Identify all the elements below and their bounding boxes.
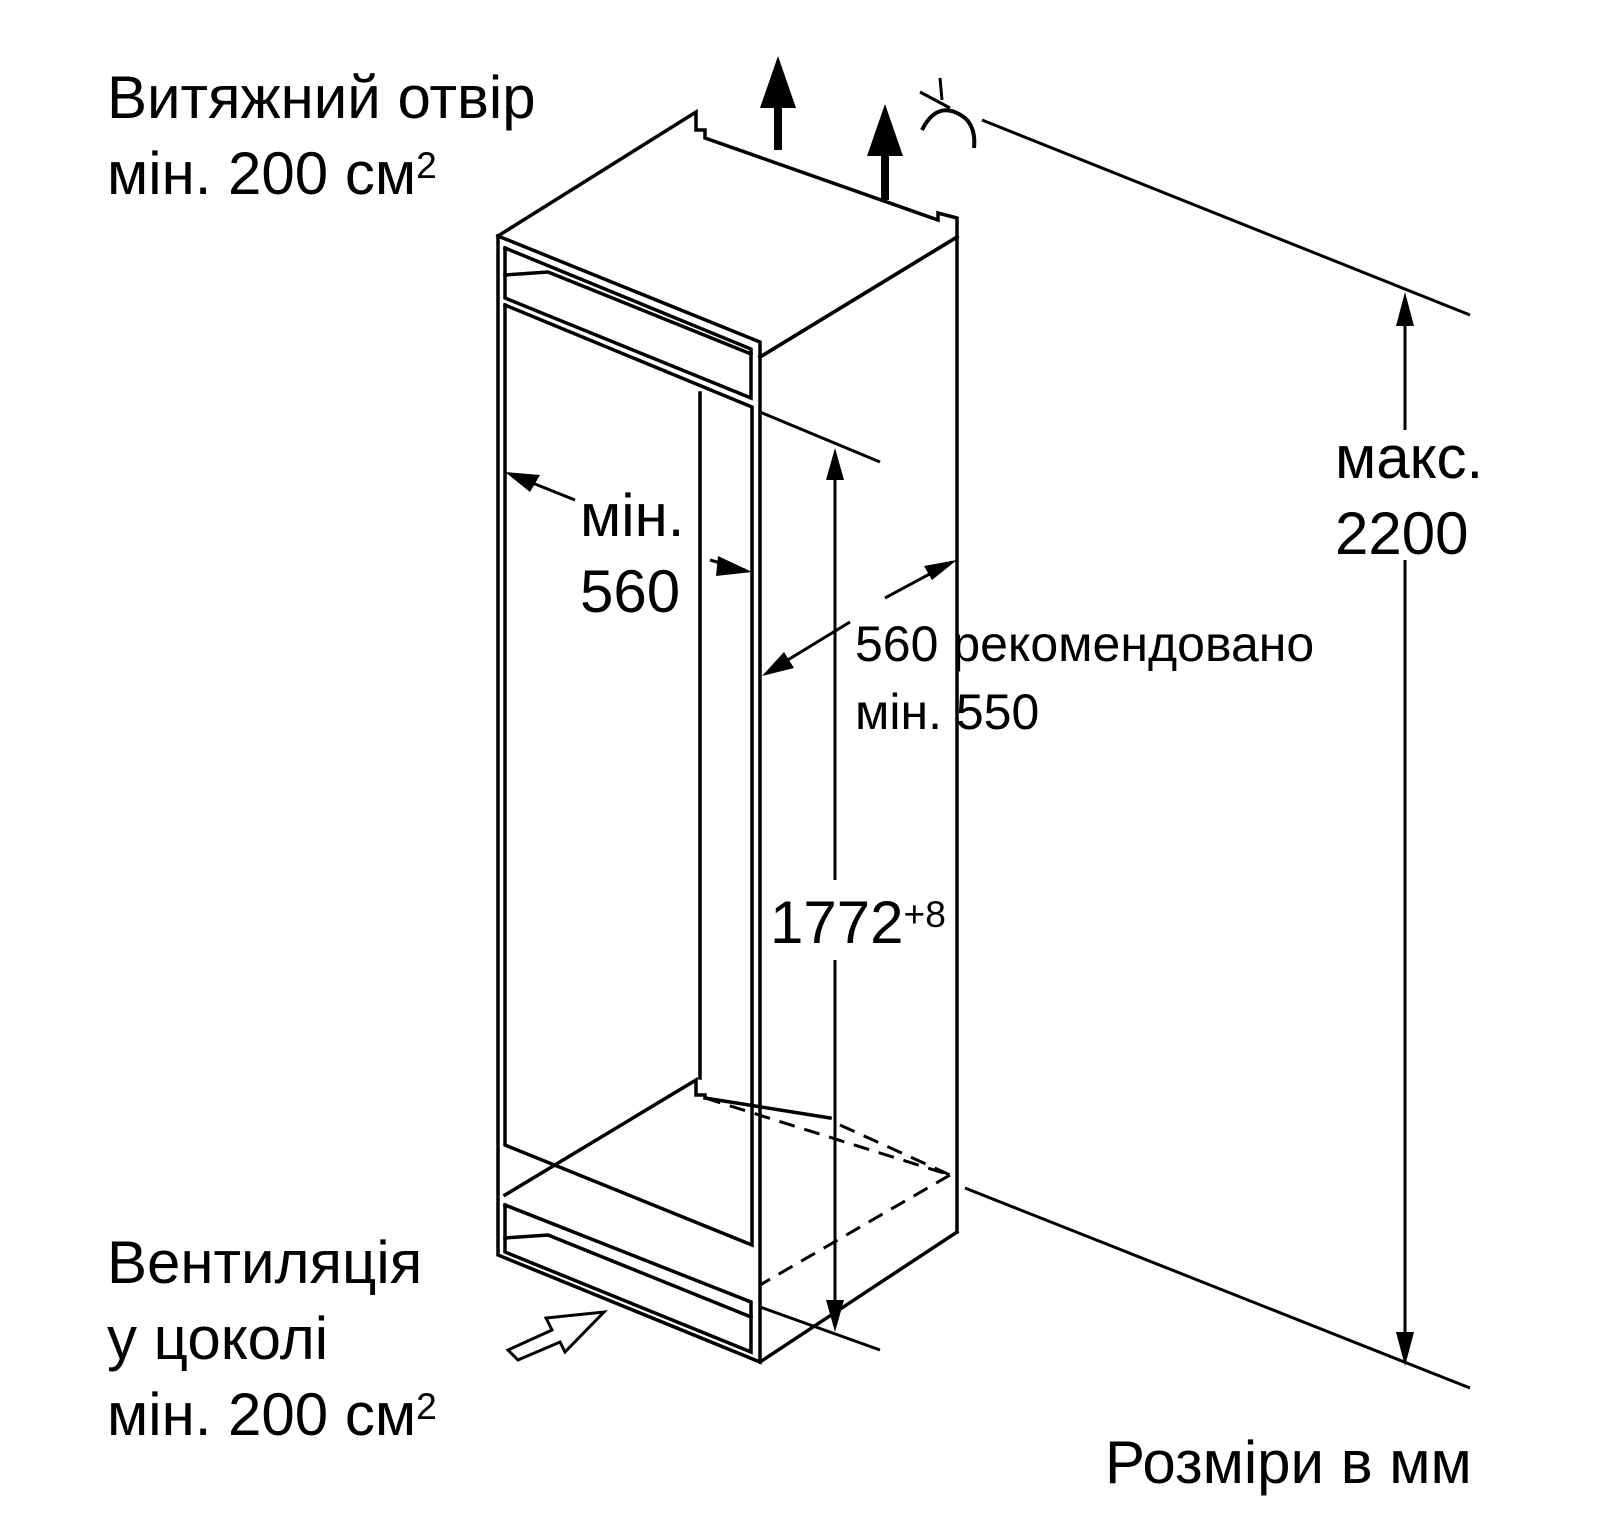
cabinet-top-face: [495, 108, 959, 360]
width-min-line1: мін.: [580, 482, 685, 549]
niche-floor: [502, 1076, 707, 1198]
right-bottom-edge: [757, 1229, 960, 1365]
arrowhead-depth-upper: [924, 560, 957, 580]
depth-label-line1: 560 рекомендовано: [855, 616, 1315, 672]
exhaust-label: Витяжний отвір мін. 200 см2: [107, 60, 536, 212]
niche-height-tolerance: +8: [903, 892, 946, 935]
ext-floor: [964, 1186, 1471, 1390]
exhaust-label-line1: Витяжний отвір: [107, 64, 536, 131]
bottom-rail: [502, 1202, 753, 1355]
ext-ceiling: [981, 118, 1471, 317]
exhaust-label-line2: мін. 200 см2: [107, 136, 536, 212]
arrowhead-height-bottom: [826, 1300, 844, 1332]
niche-height-label: 1772+8: [770, 885, 946, 961]
dim-max-2200: [1396, 292, 1414, 1366]
depth-label-line2: мін. 550: [855, 684, 1040, 740]
max-height-line1: макс.: [1335, 424, 1484, 491]
arrowhead-max-bottom: [1396, 1332, 1414, 1366]
niche-cabinet: [495, 108, 960, 1365]
arrowhead-max-top: [1396, 292, 1414, 326]
ceiling-symbol-icon: [919, 77, 977, 149]
niche-height-value: 1772: [770, 889, 904, 956]
units-label: Розміри в мм: [1105, 1429, 1472, 1496]
width-min-label: мін. 560: [580, 478, 684, 630]
dim-height-1772: [826, 448, 844, 1332]
floor-back-edge: [702, 1095, 833, 1121]
ext-front-bottom: [759, 1305, 881, 1352]
top-rail-depth: [503, 270, 754, 357]
depth-label: 560 рекомендовано мін. 550: [855, 610, 1314, 746]
ext-front-top: [759, 410, 881, 464]
max-height-line2: 2200: [1335, 500, 1469, 567]
exhaust-area-unit-exponent: 2: [416, 143, 437, 186]
top-rail-inner: [502, 245, 753, 401]
exhaust-area: мін. 200 см: [107, 140, 417, 207]
arrowhead-height-top: [826, 448, 844, 480]
arrowhead-left: [505, 472, 540, 492]
extension-lines: [759, 118, 1471, 1390]
right-top-edge: [757, 234, 960, 360]
dim-width-560: [505, 472, 752, 576]
hidden-edge-2: [759, 1173, 951, 1287]
width-min-line2: 560: [580, 558, 681, 625]
vent-label: Вентиляція у цоколі мін. 200 см2: [107, 1225, 437, 1453]
bottom-rail-depth: [503, 1233, 754, 1320]
hidden-edge-3: [704, 1096, 951, 1177]
vent-label-line1: Вентиляція: [107, 1229, 423, 1296]
hidden-edge-1: [839, 1123, 951, 1177]
airflow-arrow-icon: [760, 56, 903, 200]
cabinet-front-frame: [495, 233, 762, 1365]
vent-area-unit-exponent: 2: [416, 1384, 437, 1427]
max-height-label: макс. 2200: [1335, 420, 1483, 572]
vent-label-line3: мін. 200 см2: [107, 1377, 437, 1453]
cabinet-opening: [502, 302, 754, 1248]
air-intake-arrow-icon: [505, 1310, 608, 1362]
vent-label-line2: у цоколі: [107, 1305, 329, 1372]
vent-area: мін. 200 см: [107, 1381, 417, 1448]
arrowhead-depth-lower: [762, 652, 794, 676]
arrowhead-right: [716, 556, 752, 576]
